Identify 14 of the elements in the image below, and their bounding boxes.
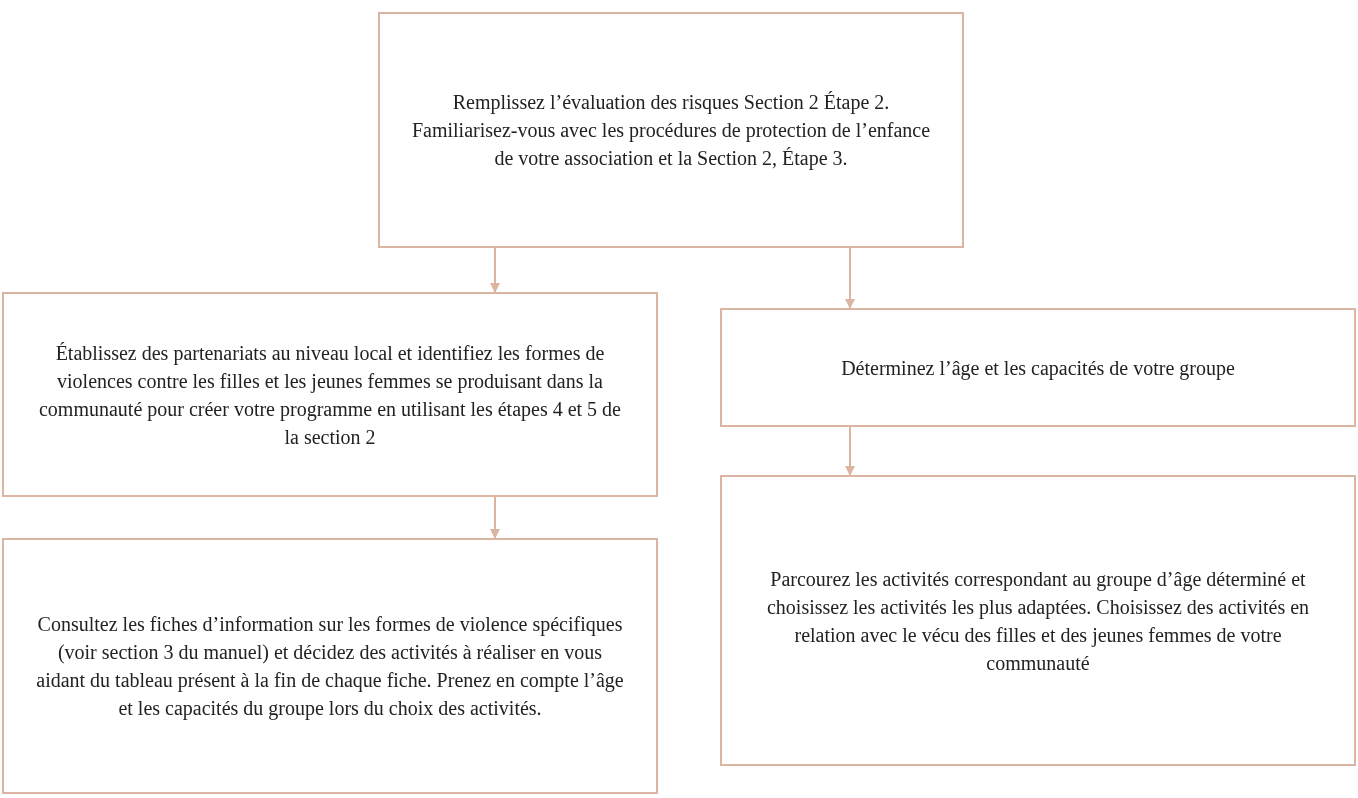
arrow [845, 247, 855, 309]
step-text: Remplissez l’évaluation des risques Section 2 Étape 2. Familiarisez-vous avec les procédures de protection de l’enfance de votre association et la Section 2, Étape 3. [410, 90, 932, 172]
step-text: Établissez des partenariats au niveau local et identifiez les formes de violences contre les filles et les jeunes femmes se produisant dans la communauté pour créer votre programme en utilisant les étapes 4 et 5 de la section 2 [38, 340, 622, 450]
process-box [2, 292, 658, 497]
step-text: Parcourez les activités correspondant au groupe d’âge déterminé et choisissez les activités les plus adaptées. Choisissez des activités en relation avec le vécu des filles et des jeunes femmes de votre communauté [765, 566, 1311, 676]
process-box [720, 308, 1356, 427]
step-text: Consultez les fiches d’information sur les formes de violence spécifiques (voir section 3 du manuel) et décidez des activités à réaliser en vous aidant du tableau présent à la fin de chaque fiche. Prenez en compte l’âge et les capacités du groupe lors du choix des activités. [36, 612, 624, 722]
process-box [378, 12, 964, 248]
process-box [2, 538, 658, 794]
process-box [720, 475, 1356, 766]
arrow [490, 496, 500, 539]
arrow [490, 247, 500, 293]
arrow [845, 426, 855, 476]
step-text: Déterminez l’âge et les capacités de votre groupe [841, 355, 1235, 382]
